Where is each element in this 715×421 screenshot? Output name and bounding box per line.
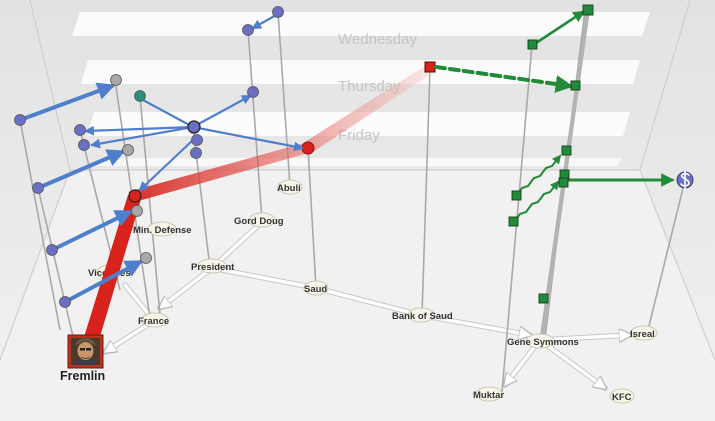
red-trajectory [80, 61, 436, 350]
green-event-node[interactable] [538, 293, 549, 304]
event-node-blue[interactable] [272, 6, 284, 18]
red-path-ribbon-lower [80, 195, 142, 350]
place-france[interactable]: France [138, 312, 169, 328]
place-label-abuli: Abuli [277, 183, 301, 194]
place-label-saud: Saud [304, 284, 327, 295]
event-node-blue[interactable] [191, 134, 203, 146]
green-event-node[interactable] [561, 145, 572, 156]
place-gord-doug[interactable]: Gord Doug [234, 212, 284, 228]
place-min-defense[interactable]: Min. Defense [133, 221, 192, 237]
place-president[interactable]: President [191, 258, 235, 274]
red-node-min-defense[interactable] [128, 189, 142, 203]
red-path-ribbon-middle [128, 143, 312, 200]
place-label-isreal: Isreal [630, 329, 655, 340]
place-muktar[interactable]: Muktar [473, 386, 504, 402]
green-event-node[interactable] [570, 80, 581, 91]
event-node-hub[interactable] [187, 120, 201, 134]
green-event-node[interactable] [527, 39, 538, 50]
place-label-min-defense: Min. Defense [133, 225, 192, 236]
place-label-gord-doug: Gord Doug [234, 216, 284, 227]
green-links [434, 10, 675, 223]
day-band-wednesday [72, 12, 650, 36]
place-label-kfc: KFC [612, 392, 632, 403]
blue-links [18, 12, 304, 304]
place-bank-of-saud[interactable]: Bank of Saud [392, 307, 453, 323]
place-saud[interactable]: Saud [303, 280, 329, 296]
red-path-ribbon-upper [303, 64, 434, 152]
event-node-blue[interactable] [14, 114, 26, 126]
red-node-bank-of-saud[interactable] [424, 61, 436, 73]
day-label-friday: Friday [338, 127, 380, 144]
dollar-sign-icon[interactable] [676, 170, 694, 190]
event-node-blue[interactable] [190, 147, 202, 159]
red-node-saud[interactable] [301, 141, 315, 155]
place-gene-symmons[interactable]: Gene Symmons [507, 333, 579, 349]
place-label-president: President [191, 262, 235, 273]
green-event-node[interactable] [508, 216, 519, 227]
day-band-floor [96, 158, 622, 166]
place-label-france: France [138, 316, 169, 327]
event-node-blue[interactable] [32, 182, 44, 194]
event-node-blue[interactable] [59, 296, 71, 308]
event-node-blue[interactable] [74, 124, 86, 136]
event-node-gray[interactable] [140, 252, 152, 264]
event-node-blue[interactable] [247, 86, 259, 98]
day-label-wednesday: Wednesday [338, 31, 417, 48]
event-node-blue[interactable] [78, 139, 90, 151]
event-nodes [14, 6, 284, 308]
green-zigzag-link [515, 154, 562, 197]
person-portrait-icon[interactable] [67, 334, 104, 369]
place-kfc[interactable]: KFC [609, 388, 635, 404]
green-event-nodes [508, 4, 594, 304]
event-node-gray[interactable] [122, 144, 134, 156]
floor-network [105, 219, 630, 391]
person-label-fremlin: Fremlin [60, 369, 105, 383]
place-abuli[interactable]: Abuli [277, 179, 303, 195]
event-node-gray[interactable] [131, 205, 143, 217]
place-label-gene-symmons: Gene Symmons [507, 337, 579, 348]
green-event-node[interactable] [558, 177, 569, 188]
green-dashed-link [434, 65, 574, 93]
floor-plane [0, 170, 715, 421]
place-isreal[interactable]: Isreal [630, 325, 658, 341]
day-band-friday [87, 112, 630, 136]
place-label-bank-of-saud: Bank of Saud [392, 311, 453, 322]
green-zigzag-link [513, 180, 560, 223]
event-node-blue[interactable] [46, 244, 58, 256]
event-node-gray[interactable] [110, 74, 122, 86]
place-label-muktar: Muktar [473, 390, 504, 401]
green-event-node[interactable] [511, 190, 522, 201]
event-node-teal[interactable] [134, 90, 146, 102]
day-label-thursday: Thursday [338, 78, 401, 95]
green-event-node[interactable] [582, 4, 594, 16]
event-node-blue[interactable] [242, 24, 254, 36]
